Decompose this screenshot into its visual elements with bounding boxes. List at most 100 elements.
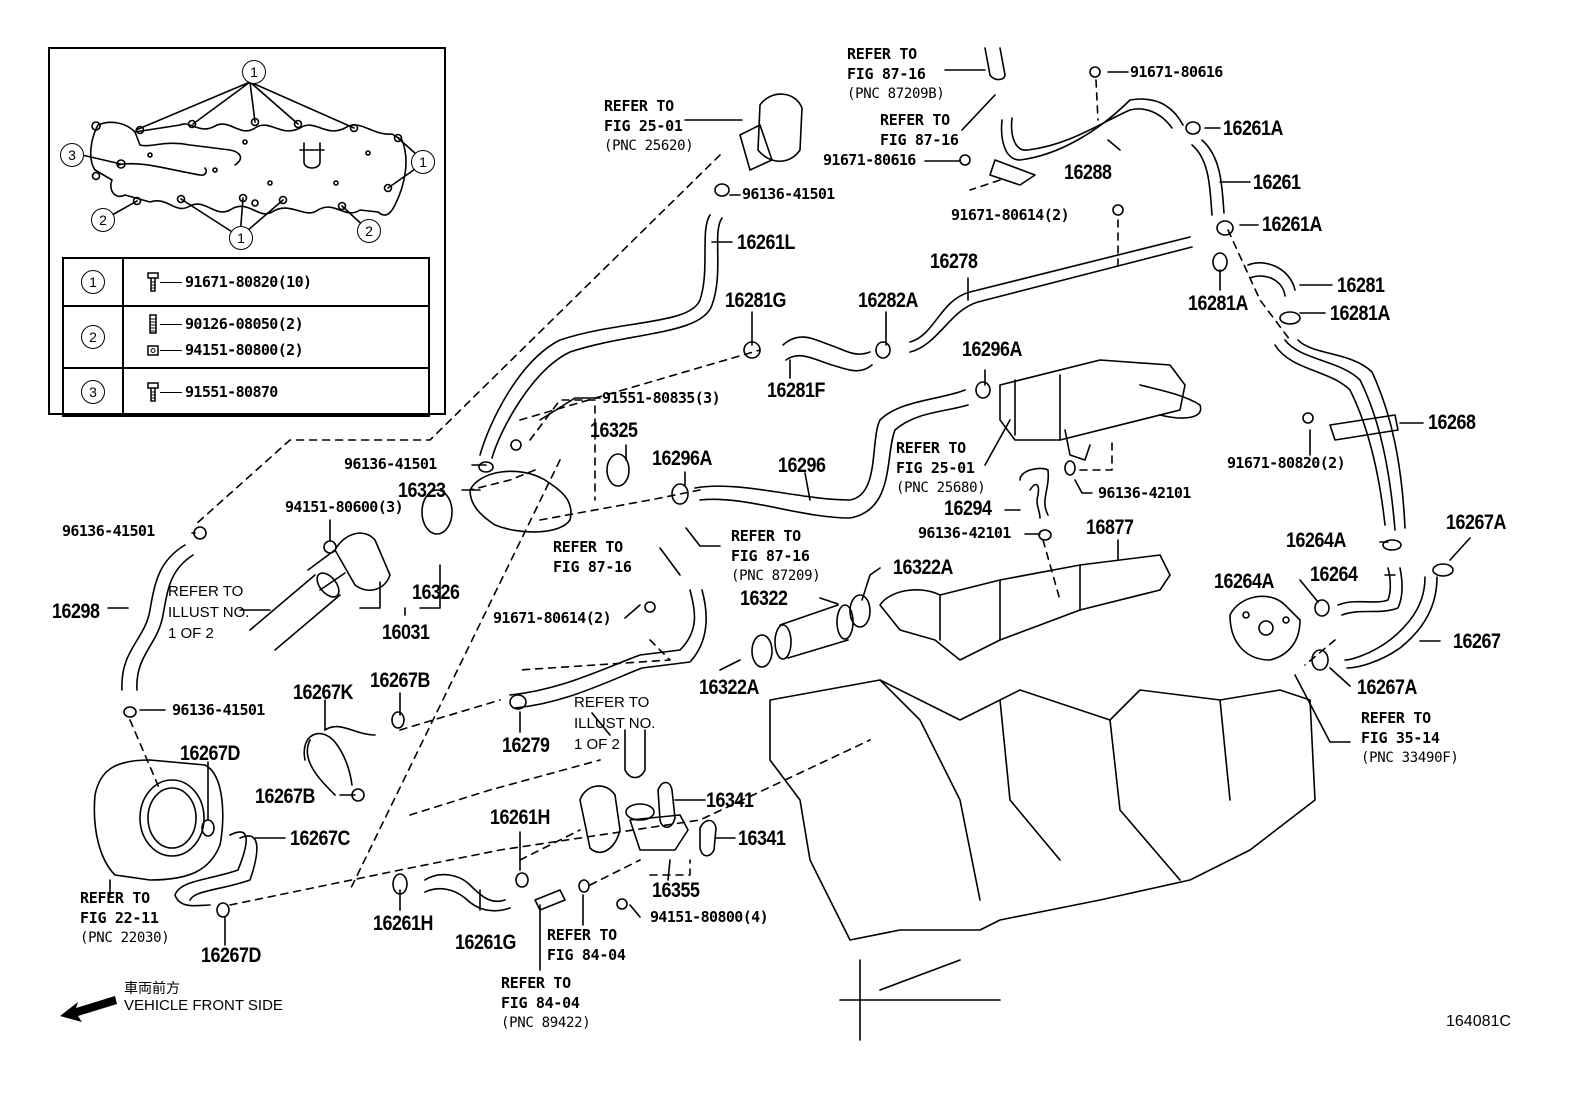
vehicle-front-label-jp: 車両前方 [124,981,180,997]
legend-key: 3 [81,380,105,404]
part-label[interactable]: 16281F [767,379,825,402]
part-label[interactable]: 16288 [1064,161,1112,184]
part-label[interactable]: 91671-80616 [1130,63,1223,81]
part-label[interactable]: 96136-41501 [742,185,835,203]
part-label[interactable]: 16281A [1188,292,1248,315]
part-label[interactable]: 16325 [590,419,638,442]
part-label[interactable]: 91671-80820(2) [1227,454,1346,472]
legend-key: 2 [81,325,105,349]
part-label[interactable]: 16322A [699,676,759,699]
part-number[interactable]: 90126-08050(2) [185,315,304,333]
arrow-left-icon [60,996,117,1022]
part-label[interactable]: 96136-41501 [344,455,437,473]
part-label[interactable]: 16261H [373,912,433,935]
callout-2-right: 2 [357,219,381,243]
part-label[interactable]: 16281A [1330,302,1390,325]
part-number[interactable]: 91671-80820(10) [185,273,312,291]
part-label[interactable]: 91551-80835(3) [602,389,721,407]
part-label[interactable]: 96136-41501 [172,701,265,719]
part-label[interactable]: 16326 [412,581,460,604]
figure-reference[interactable]: REFER TO FIG 35-14 (PNC 33490F) [1361,709,1459,766]
part-label[interactable]: 16261 [1253,171,1301,194]
part-label[interactable]: 16031 [382,621,430,644]
part-label[interactable]: 16294 [944,497,992,520]
part-label[interactable]: 16267A [1446,511,1506,534]
legend-row: 3 91551-80870 [62,367,430,417]
part-label[interactable]: 16264A [1214,570,1274,593]
legend-part: 94151-80800(2) [124,337,428,363]
part-label[interactable]: 16323 [398,479,446,502]
part-label[interactable]: 16355 [652,879,700,902]
figure-reference[interactable]: REFER TO FIG 22-11 (PNC 22030) [80,889,170,946]
flange-bolt-icon [147,272,159,292]
callout-3-left: 3 [60,143,84,167]
figure-reference[interactable]: REFER TO FIG 84-04 [547,926,626,964]
part-label[interactable]: 16877 [1086,516,1134,539]
part-label[interactable]: 16267B [255,785,315,808]
part-label[interactable]: 16341 [738,827,786,850]
legend-row: 2 90126-08050(2) 94151-80800(2) [62,305,430,369]
legend-key: 1 [81,270,105,294]
part-label[interactable]: 96136-41501 [62,522,155,540]
part-label[interactable]: 16282A [858,289,918,312]
part-label[interactable]: 16261L [737,231,795,254]
part-label[interactable]: 16322A [893,556,953,579]
part-label[interactable]: 96136-42101 [1098,484,1191,502]
illustration-reference[interactable]: REFER TO ILLUST NO. 1 OF 2 [574,694,656,753]
part-label[interactable]: 16267D [201,944,261,967]
legend-row: 1 91671-80820(10) [62,257,430,307]
part-label[interactable]: 94151-80600(3) [285,498,404,516]
part-label[interactable]: 16264 [1310,563,1358,586]
part-label[interactable]: 16267K [293,681,353,704]
figure-reference[interactable]: REFER TO FIG 87-16 (PNC 87209B) [847,45,945,102]
fastener-legend-table: 1 91671-80820(10) 2 90126-08050(2) 94151… [62,257,430,417]
callout-2-left: 2 [91,208,115,232]
part-label[interactable]: 91671-80614(2) [493,609,612,627]
callout-1-top: 1 [242,60,266,84]
figure-reference[interactable]: REFER TO FIG 25-01 (PNC 25680) [896,439,986,496]
part-label[interactable]: 16341 [706,789,754,812]
part-label[interactable]: 16267B [370,669,430,692]
part-label[interactable]: 16278 [930,250,978,273]
figure-id: 164081C [1446,1013,1511,1030]
part-label[interactable]: 16261A [1223,117,1283,140]
part-label[interactable]: 16267D [180,742,240,765]
callout-1-right: 1 [411,150,435,174]
flange-bolt-icon [147,382,159,402]
figure-reference[interactable]: REFER TO FIG 84-04 (PNC 89422) [501,974,591,1031]
part-label[interactable]: 16261G [455,931,516,954]
illustration-reference[interactable]: REFER TO ILLUST NO. 1 OF 2 [168,583,250,642]
part-label[interactable]: 16267C [290,827,350,850]
figure-reference[interactable]: REFER TO FIG 87-16 [553,538,632,576]
part-label[interactable]: 16298 [52,600,100,623]
figure-reference[interactable]: REFER TO FIG 87-16 [880,111,959,149]
part-label[interactable]: 91671-80616 [823,151,916,169]
part-label[interactable]: 16267A [1357,676,1417,699]
part-label[interactable]: 16279 [502,734,550,757]
part-number[interactable]: 91551-80870 [185,383,278,401]
clamp-drawings [123,66,1454,918]
part-label[interactable]: 91671-80614(2) [951,206,1070,224]
part-label[interactable]: 96136-42101 [918,524,1011,542]
nut-icon [147,345,159,356]
component-drawings [93,93,1399,1041]
part-label[interactable]: 16296 [778,454,826,477]
vehicle-front-label: VEHICLE FRONT SIDE [124,997,283,1014]
part-label[interactable]: 16281 [1337,274,1385,297]
part-label[interactable]: 16261A [1262,213,1322,236]
part-label[interactable]: 16261H [490,806,550,829]
part-number[interactable]: 94151-80800(2) [185,341,304,359]
legend-part: 90126-08050(2) [124,311,428,337]
part-label[interactable]: 16281G [725,289,786,312]
part-label[interactable]: 94151-80800(4) [650,908,769,926]
part-label[interactable]: 16296A [962,338,1022,361]
part-label[interactable]: 16264A [1286,529,1346,552]
callout-1-bottom: 1 [229,226,253,250]
part-label[interactable]: 16268 [1428,411,1476,434]
figure-reference[interactable]: REFER TO FIG 25-01 (PNC 25620) [604,97,694,154]
part-label[interactable]: 16322 [740,587,788,610]
part-label[interactable]: 16296A [652,447,712,470]
part-label[interactable]: 16267 [1453,630,1501,653]
figure-reference[interactable]: REFER TO FIG 87-16 (PNC 87209) [731,527,821,584]
